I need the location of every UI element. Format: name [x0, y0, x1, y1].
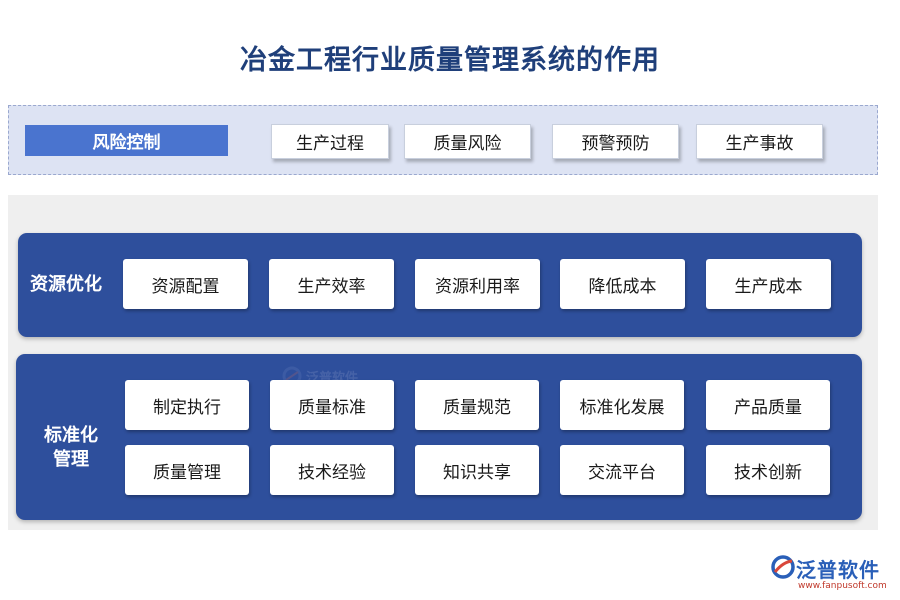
risk-control-label: 风险控制	[25, 125, 228, 156]
standardization-label-line1: 标准化	[44, 425, 98, 446]
brand-url: www.fanpusoft.com	[798, 581, 887, 591]
brand-logo: 泛普软件 www.fanpusoft.com	[770, 552, 895, 596]
standardization-label-line2: 管理	[53, 449, 89, 470]
standard-item-box: 质量管理	[125, 445, 249, 495]
page-title: 冶金工程行业质量管理系统的作用	[240, 45, 660, 76]
standard-item-box: 制定执行	[125, 380, 249, 430]
standard-item-box: 产品质量	[706, 380, 830, 430]
risk-item-box: 生产过程	[271, 124, 389, 159]
standard-item-box: 技术创新	[706, 445, 830, 495]
standardization-panel	[16, 354, 862, 520]
standardization-label: 标准化 管理	[44, 424, 98, 472]
brand-name: 泛普软件	[796, 558, 880, 582]
resource-item-box: 生产成本	[706, 259, 831, 309]
standard-item-box: 质量标准	[270, 380, 394, 430]
standard-item-box: 质量规范	[415, 380, 539, 430]
standard-item-box: 技术经验	[270, 445, 394, 495]
resource-item-box: 资源利用率	[415, 259, 540, 309]
risk-item-box: 预警预防	[552, 124, 679, 159]
standard-item-box: 交流平台	[560, 445, 684, 495]
risk-item-box: 质量风险	[404, 124, 531, 159]
resource-item-box: 资源配置	[123, 259, 248, 309]
resource-item-box: 降低成本	[560, 259, 685, 309]
brand-logo-icon	[771, 555, 795, 579]
risk-item-box: 生产事故	[696, 124, 823, 159]
resource-optimization-label: 资源优化	[30, 274, 102, 295]
standard-item-box: 标准化发展	[560, 380, 684, 430]
standard-item-box: 知识共享	[415, 445, 539, 495]
resource-item-box: 生产效率	[269, 259, 394, 309]
